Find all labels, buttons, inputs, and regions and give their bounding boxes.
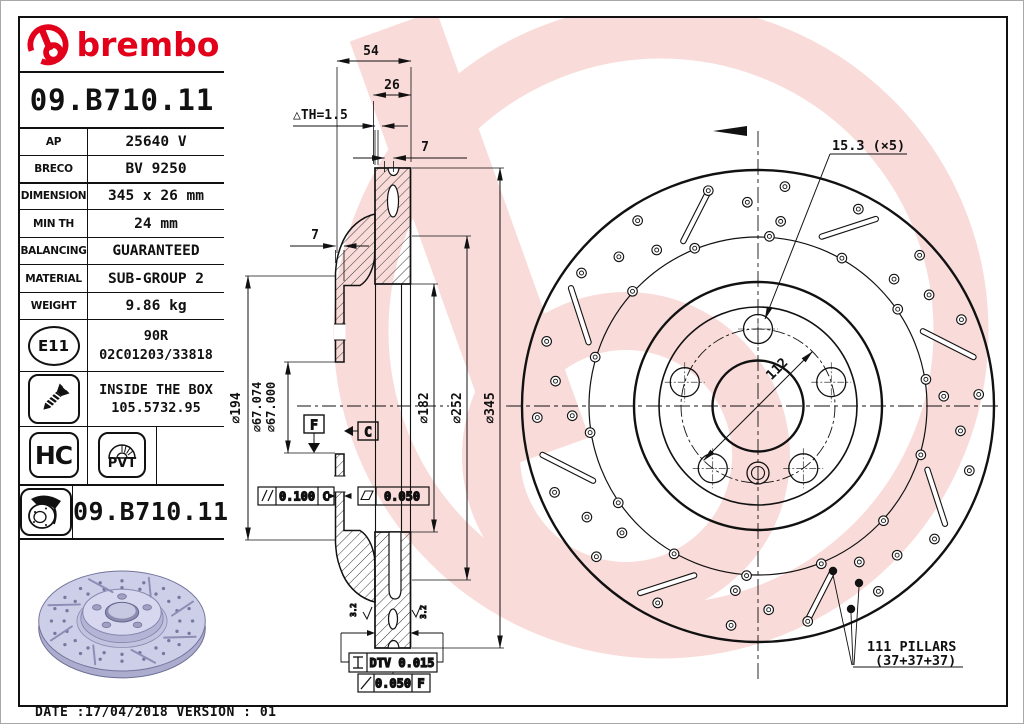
disc-slots (539, 187, 977, 625)
disc-icon-cell (20, 485, 73, 538)
roughness-marks: 3.2 3.2 (349, 603, 429, 621)
brembo-logo-icon (27, 24, 69, 66)
runout-frame: 0.050 F (357, 673, 431, 693)
parallelism-ref: C (322, 490, 329, 504)
front-view (506, 126, 1001, 679)
pvt-icon: PVT (98, 432, 146, 479)
date-version-line: DATE :17/04/2018 VERSION : 01 (35, 705, 277, 720)
spec-label: DIMENSION (20, 183, 88, 210)
spec-value: 25640 V (125, 133, 187, 150)
dim-26: 26 (384, 78, 400, 93)
hc-icon: HC (28, 432, 79, 479)
spec-value: BV 9250 (125, 160, 187, 177)
pillars-label-1: 111 PILLARS (867, 639, 956, 655)
spec-value: GUARANTEED (112, 243, 200, 260)
spec-row-balancing: BALANCING GUARANTEED (20, 238, 224, 266)
part-number-box: 09.B710.11 (20, 73, 224, 129)
pillars-label-2: (37+37+37) (875, 653, 956, 669)
e11-badge: E11 (27, 325, 80, 366)
spec-row-dimension: DIMENSION 345 x 26 mm (20, 183, 224, 211)
runout-ref: F (417, 677, 424, 691)
spec-label: AP (20, 128, 88, 155)
spec-value: 9.86 kg (125, 298, 187, 315)
datum-f-label: F (310, 419, 318, 434)
dim-d194: ∅194 (229, 392, 244, 423)
icons-row: HC PVT (20, 426, 224, 486)
rotation-arrow-icon (713, 126, 747, 136)
footer-part-row: 09.B710.11 (20, 485, 228, 540)
spec-row-ap: AP 25640 V (20, 128, 224, 156)
title-block-panel: brembo 09.B710.11 AP 25640 V BRECO BV 92… (20, 18, 228, 706)
pillar-markers (828, 566, 963, 668)
technical-drawing: F C 0.100 C 0.050 (229, 16, 1001, 693)
homologation-number: 90R 02C01203/33818 (99, 328, 213, 363)
inside-box-text: INSIDE THE BOX 105.5732.95 (99, 381, 213, 416)
homologation-row: E11 90R 02C01203/33818 (20, 320, 224, 372)
spec-row-min-th: MIN TH 24 mm (20, 210, 224, 239)
product-image-box (20, 540, 224, 706)
spec-label: BRECO (20, 155, 88, 182)
disc-outer-circle (520, 168, 996, 644)
disc-3d-image (38, 570, 206, 679)
dim-54: 54 (363, 44, 379, 59)
spec-value: SUB-GROUP 2 (107, 270, 205, 287)
parallelism-frame: 0.100 C (257, 486, 336, 506)
dim-d252: ∅252 (450, 392, 465, 423)
roughness-right: 3.2 (419, 605, 428, 619)
empty-cell (157, 427, 224, 484)
spec-row-weight: WEIGHT 9.86 kg (20, 293, 224, 321)
pvt-cell: PVT (88, 426, 157, 484)
roughness-left: 3.2 (349, 603, 358, 617)
hc-cell: HC (20, 426, 88, 484)
flatness-frame: 0.050 (344, 486, 430, 506)
dim-th: △TH=1.5 (293, 108, 348, 123)
dtv-frame: DTV 0.015 (348, 652, 438, 673)
spec-label: WEIGHT (20, 293, 88, 320)
screw-icon (27, 373, 80, 424)
screw-cell (20, 371, 88, 426)
inside-box-row: INSIDE THE BOX 105.5732.95 (20, 371, 224, 427)
dim-7-top: 7 (421, 140, 429, 155)
dim-d67-max: ∅67.074 (250, 382, 264, 433)
section-view (297, 167, 449, 649)
e11-cell: E11 (20, 320, 88, 371)
drilled-holes (531, 181, 985, 631)
footer-part-number: 09.B710.11 (73, 497, 229, 527)
dim-7-wall: 7 (311, 228, 319, 243)
spec-row-material: MATERIAL SUB-GROUP 2 (20, 265, 224, 294)
part-number: 09.B710.11 (29, 82, 215, 117)
datum-c: C (344, 421, 379, 441)
dtv-value: DTV 0.015 (369, 656, 434, 670)
spec-label: BALANCING (20, 238, 88, 265)
dim-d67-min: ∅67.000 (264, 382, 278, 433)
section-dim-labels: 54 26 △TH=1.5 7 7 ∅194 ∅67.074 ∅67.000 ∅… (229, 44, 498, 432)
pilot-hole (746, 461, 770, 485)
parallelism-value: 0.100 (279, 490, 315, 504)
spec-label: MIN TH (20, 210, 88, 238)
spec-label: MATERIAL (20, 265, 88, 293)
hat-bolt-hole-sections (334, 323, 346, 493)
dim-d345: ∅345 (483, 392, 498, 423)
brand-wordmark: brembo (76, 24, 220, 64)
bolt-hole-label: 15.3 (×5) (832, 138, 905, 154)
section-dimensions (245, 58, 504, 674)
spec-value: 24 mm (134, 215, 178, 232)
runout-value: 0.050 (375, 677, 411, 691)
spec-value: 345 x 26 mm (107, 188, 205, 205)
datum-f: F (303, 414, 325, 453)
brand-logo-box: brembo (20, 18, 224, 73)
flatness-value: 0.050 (384, 490, 420, 504)
datum-c-label: C (364, 426, 372, 441)
brake-disc-icon (20, 487, 72, 536)
spec-row-breco: BRECO BV 9250 (20, 155, 224, 184)
dim-d182: ∅182 (417, 392, 432, 423)
